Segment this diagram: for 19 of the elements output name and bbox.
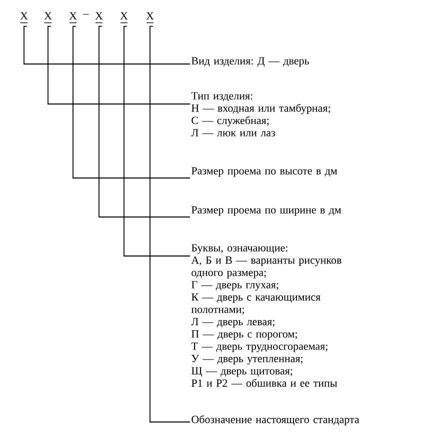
placeholder-letter: Х xyxy=(95,12,103,24)
description-text: Тип изделия: Н — входная или тамбурная; С — служебная; Л — люк или лаз xyxy=(191,92,330,136)
description-text: Обозначение настоящего стандарта xyxy=(192,415,360,426)
leader-line xyxy=(98,26,190,218)
placeholder-letter: Х xyxy=(146,12,154,24)
description-text: Размер проема по высоте в дм xyxy=(192,167,338,177)
leader-line xyxy=(124,26,190,256)
placeholder-letter: Х xyxy=(20,12,28,24)
description-text: Вид изделия: Д — дверь xyxy=(192,57,309,67)
leader-line xyxy=(150,26,190,422)
description-text: Размер проема по ширине в дм xyxy=(192,206,342,216)
placeholder-letter: Х xyxy=(69,12,77,24)
leader-line xyxy=(48,26,190,104)
placeholder-letter: Х xyxy=(120,12,128,24)
placeholder-letter: Х xyxy=(44,12,52,24)
leader-line xyxy=(24,26,190,64)
description-text: Буквы, означающие: А, Б и В — варианты рисунков одного размера; Г — дверь глухая; К — дверь с качающимися полотнами; Л — дверь левая; П — дверь с порогом; Т — дверь трудносгораемая; У — дверь утепленная; Щ — дверь щитовая; Р1 и Р2 — обшивка и ее типы xyxy=(191,244,342,387)
leader-line xyxy=(72,26,190,178)
separator-dash: – xyxy=(83,14,89,15)
